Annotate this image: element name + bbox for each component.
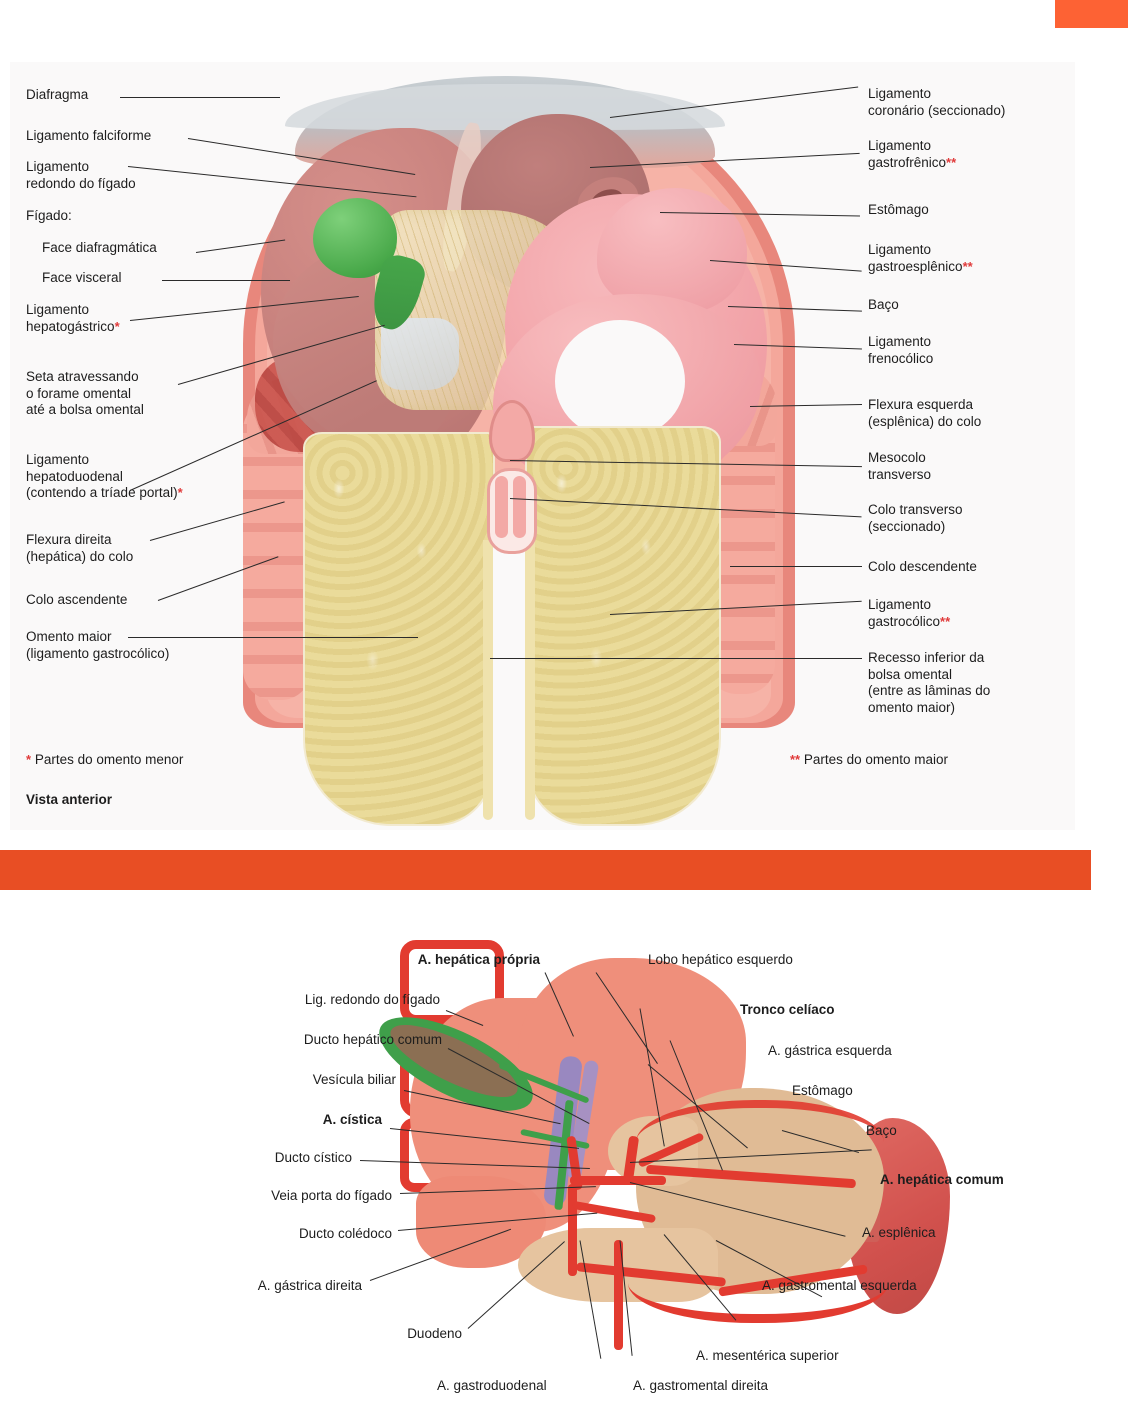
label-ligamento-hepatogastrico: Ligamento hepatogástrico* [26, 302, 120, 334]
stomach-cavity-cut [555, 320, 685, 438]
figure-celiac-trunk-view: A. hepática própria Lig. redondo do fíga… [0, 900, 1128, 1411]
label-a-gastrica-esquerda: A. gástrica esquerda [768, 1043, 892, 1058]
figure1-illustration [225, 70, 810, 826]
lesser-curvature-artery-arc [636, 1100, 884, 1188]
footnote-marker-double: ** [962, 258, 973, 274]
label-seta-forame-omental: Seta atravessando o forame omental até a… [26, 369, 144, 417]
footnote-omento-menor: * Partes do omento menor [26, 752, 184, 767]
label-ligamento-frenocolico: Ligamento frenocólico [868, 334, 934, 366]
greater-omentum-left-apron [303, 432, 495, 826]
label-a-esplenica: A. esplênica [862, 1225, 936, 1240]
label-a-gastroduodenal: A. gastroduodenal [437, 1378, 547, 1393]
footnote-marker-double: ** [946, 154, 957, 170]
label-a-gastromental-direita: A. gastromental direita [633, 1378, 769, 1393]
label-figado: Fígado: [26, 208, 72, 223]
label-a-hepatica-propria: A. hepática própria [417, 952, 540, 967]
label-ligamento-gastroesplenico: Ligamento gastroesplênico** [868, 242, 973, 274]
common-hepatic-artery-shape [570, 1176, 666, 1185]
omental-recess-left-edge [483, 540, 493, 820]
greater-omentum-right-apron [525, 426, 721, 826]
leader-omento-maior [128, 637, 418, 638]
footnote-marker-single: * [114, 318, 120, 334]
label-duodeno: Duodeno [407, 1326, 462, 1341]
label-baco-2: Baço [866, 1123, 897, 1138]
label-ligamento-gastrofrenico: Ligamento gastrofrênico** [868, 138, 957, 170]
caption-vista-anterior: Vista anterior [26, 792, 113, 807]
label-diafragma: Diafragma [26, 87, 89, 102]
omental-recess-right-edge [525, 540, 535, 820]
label-a-gastrica-direita: A. gástrica direita [257, 1278, 362, 1293]
label-ligamento-gastrocolico: Ligamento gastrocólico** [868, 597, 951, 629]
transverse-colon-lumen-left [495, 476, 508, 538]
label-ligamento-coronario: Ligamento coronário (seccionado) [868, 86, 1006, 118]
label-a-cistica: A. cística [322, 1112, 382, 1127]
label-face-diafragmatica: Face diafragmática [42, 240, 157, 255]
label-ligamento-hepatoduodenal: Ligamento hepatoduodenal (contendo a trí… [26, 452, 183, 500]
leader-colo-descendente [730, 566, 862, 567]
greater-curvature-artery-arc [628, 1240, 888, 1323]
label-flexura-esquerda: Flexura esquerda (esplênica) do colo [868, 397, 982, 429]
label-omento-maior: Omento maior (ligamento gastrocólico) [26, 629, 170, 661]
diaphragm-rim-shape [285, 84, 725, 130]
label-ligamento-redondo: Ligamento redondo do fígado [26, 159, 136, 191]
gastroduodenal-artery-shape [568, 1184, 577, 1276]
orange-corner-tab [1055, 0, 1128, 28]
figure-peritoneal-anterior-view: Diafragma Ligamento falciforme Ligamento… [10, 62, 1075, 830]
label-colo-transverso: Colo transverso (seccionado) [868, 502, 963, 534]
label-veia-porta-figado: Veia porta do fígado [271, 1188, 392, 1203]
label-ducto-cistico: Ducto cístico [274, 1150, 352, 1165]
label-mesocolo-transverso: Mesocolo transverso [868, 450, 932, 482]
label-colo-descendente: Colo descendente [868, 559, 977, 574]
transverse-colon-stump-lower [487, 468, 537, 554]
label-a-hepatica-comum: A. hepática comum [880, 1172, 1004, 1187]
label-lig-redondo-figado: Lig. redondo do fígado [304, 992, 440, 1007]
footnote-marker-single: * [26, 752, 32, 767]
orange-divider-band [0, 850, 1091, 890]
label-ducto-coledoco: Ducto colédoco [298, 1226, 392, 1241]
leader-face-visceral [162, 280, 290, 281]
omental-recess-gap [491, 540, 527, 822]
label-ducto-hepatico-comum: Ducto hepático comum [303, 1032, 442, 1047]
leader-diafragma [120, 97, 280, 98]
superior-mesenteric-artery-shape [614, 1240, 623, 1350]
transverse-colon-lumen-right [513, 476, 526, 538]
label-colo-ascendente: Colo ascendente [26, 592, 128, 607]
footnote-marker-single: * [177, 485, 183, 500]
label-flexura-direita: Flexura direita (hepática) do colo [26, 532, 134, 564]
label-baco: Baço [868, 297, 899, 312]
label-a-gastromental-esquerda: A. gastromental esquerda [762, 1278, 917, 1293]
label-estomago: Estômago [868, 202, 929, 217]
footnote-omento-maior: ** Partes do omento maior [790, 752, 948, 767]
label-ligamento-falciforme: Ligamento falciforme [26, 128, 152, 143]
label-estomago-2: Estômago [792, 1083, 853, 1098]
hepatoduodenal-ligament-shape [381, 318, 459, 390]
label-face-visceral: Face visceral [42, 270, 122, 285]
label-a-mesenterica-superior: A. mesentérica superior [696, 1348, 839, 1363]
stomach-fundus-shape [597, 188, 747, 314]
label-recesso-inferior: Recesso inferior da bolsa omental (entre… [868, 650, 991, 715]
label-lobo-hepatico-esquerdo: Lobo hepático esquerdo [648, 952, 793, 967]
label-vesicula-biliar: Vesícula biliar [312, 1072, 396, 1087]
leader-recesso [490, 658, 862, 659]
label-tronco-celiaco: Tronco celíaco [740, 1002, 835, 1017]
figure2-illustration [366, 940, 950, 1350]
footnote-marker-double: ** [790, 752, 801, 767]
footnote-marker-double: ** [940, 613, 951, 629]
